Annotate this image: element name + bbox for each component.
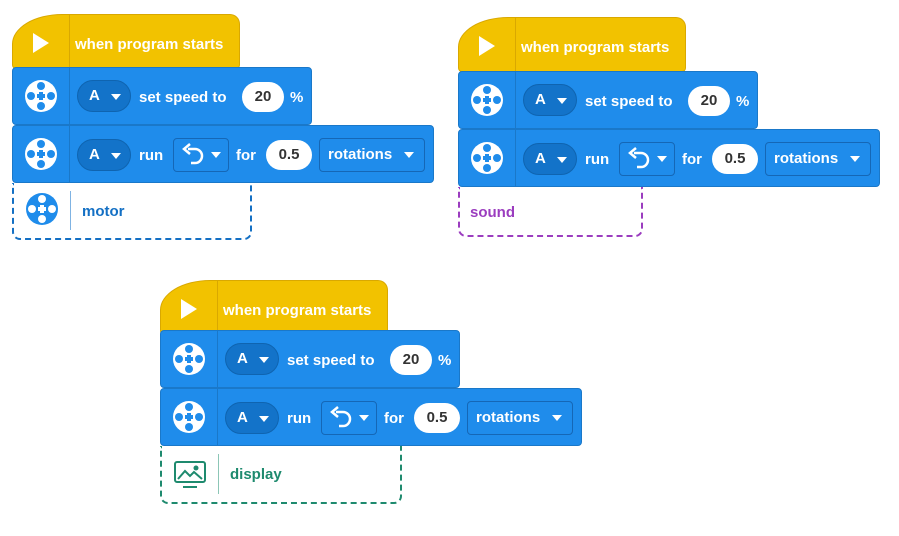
when-program-starts-block[interactable]: when program starts — [160, 280, 388, 335]
motor-icon — [25, 138, 57, 170]
play-icon — [479, 36, 495, 56]
counterclockwise-icon — [330, 406, 352, 428]
block-icon-area — [459, 130, 516, 186]
unit-dropdown[interactable]: rotations — [467, 401, 573, 435]
block-icon-area — [161, 331, 218, 387]
port-label: A — [89, 87, 100, 104]
speed-unit: % — [438, 352, 452, 369]
block-icon-area — [13, 68, 70, 124]
hat-icon-area — [459, 18, 516, 71]
chevron-down-icon — [404, 152, 414, 158]
port-label: A — [89, 146, 100, 163]
hat-label: when program starts — [75, 36, 224, 53]
category-motor[interactable]: motor — [12, 183, 252, 240]
for-label: for — [384, 410, 404, 427]
set-speed-label: set speed to — [585, 93, 673, 110]
unit-dropdown[interactable]: rotations — [765, 142, 871, 176]
chevron-down-icon — [850, 156, 860, 162]
category-label: motor — [82, 203, 125, 220]
category-label: sound — [470, 204, 515, 221]
hat-icon-area — [161, 281, 218, 334]
chevron-down-icon — [557, 98, 567, 104]
for-label: for — [236, 147, 256, 164]
speed-input[interactable]: 20 — [390, 345, 432, 375]
motor-icon — [25, 80, 57, 112]
direction-dropdown[interactable] — [619, 142, 675, 176]
hat-label: when program starts — [521, 39, 670, 56]
block-icon-area — [161, 389, 218, 445]
set-speed-block[interactable]: A set speed to 20 % — [160, 330, 460, 388]
when-program-starts-block[interactable]: when program starts — [12, 14, 240, 69]
counterclockwise-icon — [628, 147, 650, 169]
chevron-down-icon — [657, 156, 667, 162]
unit-dropdown[interactable]: rotations — [319, 138, 425, 172]
chevron-down-icon — [211, 152, 221, 158]
block-icon-area — [13, 126, 70, 182]
program-stack-sound[interactable]: when program starts A set speed to 20 % — [445, 0, 885, 250]
image-icon — [174, 461, 206, 488]
port-dropdown[interactable]: A — [77, 139, 131, 171]
chevron-down-icon — [111, 153, 121, 159]
chevron-down-icon — [111, 94, 121, 100]
speed-input[interactable]: 20 — [688, 86, 730, 116]
port-label: A — [237, 409, 248, 426]
direction-dropdown[interactable] — [173, 138, 229, 172]
amount-input[interactable]: 0.5 — [712, 144, 758, 174]
unit-dropdown-label: rotations — [774, 150, 839, 167]
amount-input[interactable]: 0.5 — [414, 403, 460, 433]
port-label: A — [237, 350, 248, 367]
set-speed-label: set speed to — [287, 352, 375, 369]
direction-dropdown[interactable] — [321, 401, 377, 435]
port-dropdown[interactable]: A — [523, 143, 577, 175]
for-label: for — [682, 151, 702, 168]
run-label: run — [585, 151, 610, 168]
unit-dropdown-label: rotations — [328, 146, 393, 163]
speed-input[interactable]: 20 — [242, 82, 284, 112]
port-label: A — [535, 150, 546, 167]
play-icon — [181, 299, 197, 319]
motor-icon — [471, 142, 503, 174]
motor-icon — [173, 401, 205, 433]
run-motor-block[interactable]: A run for 0.5 rotations — [160, 388, 582, 446]
category-divider — [218, 454, 219, 494]
chevron-down-icon — [557, 157, 567, 163]
play-icon — [33, 33, 49, 53]
speed-unit: % — [736, 93, 750, 110]
motor-icon — [26, 192, 58, 225]
hat-label: when program starts — [223, 302, 372, 319]
hat-icon-area — [13, 15, 70, 68]
chevron-down-icon — [259, 357, 269, 363]
category-display[interactable]: display — [160, 446, 402, 504]
port-label: A — [535, 91, 546, 108]
program-stack-display[interactable]: when program starts A set speed to 20 % — [148, 260, 588, 520]
counterclockwise-icon — [182, 143, 204, 165]
set-speed-block[interactable]: A set speed to 20 % — [12, 67, 312, 125]
motor-icon — [471, 84, 503, 116]
port-dropdown[interactable]: A — [225, 343, 279, 375]
run-label: run — [139, 147, 164, 164]
motor-icon — [173, 343, 205, 375]
when-program-starts-block[interactable]: when program starts — [458, 17, 686, 72]
program-stack-motor[interactable]: when program starts A set speed to 20 % — [0, 0, 440, 260]
category-label: display — [230, 466, 282, 483]
run-motor-block[interactable]: A run for 0.5 rotations — [12, 125, 434, 183]
block-icon-area — [459, 72, 516, 128]
chevron-down-icon — [359, 415, 369, 421]
category-sound[interactable]: sound — [458, 187, 643, 237]
chevron-down-icon — [259, 416, 269, 422]
set-speed-label: set speed to — [139, 89, 227, 106]
speed-unit: % — [290, 89, 304, 106]
run-motor-block[interactable]: A run for 0.5 rotations — [458, 129, 880, 187]
port-dropdown[interactable]: A — [77, 80, 131, 112]
port-dropdown[interactable]: A — [523, 84, 577, 116]
run-label: run — [287, 410, 312, 427]
unit-dropdown-label: rotations — [476, 409, 541, 426]
category-divider — [70, 191, 71, 230]
amount-input[interactable]: 0.5 — [266, 140, 312, 170]
set-speed-block[interactable]: A set speed to 20 % — [458, 71, 758, 129]
port-dropdown[interactable]: A — [225, 402, 279, 434]
chevron-down-icon — [552, 415, 562, 421]
